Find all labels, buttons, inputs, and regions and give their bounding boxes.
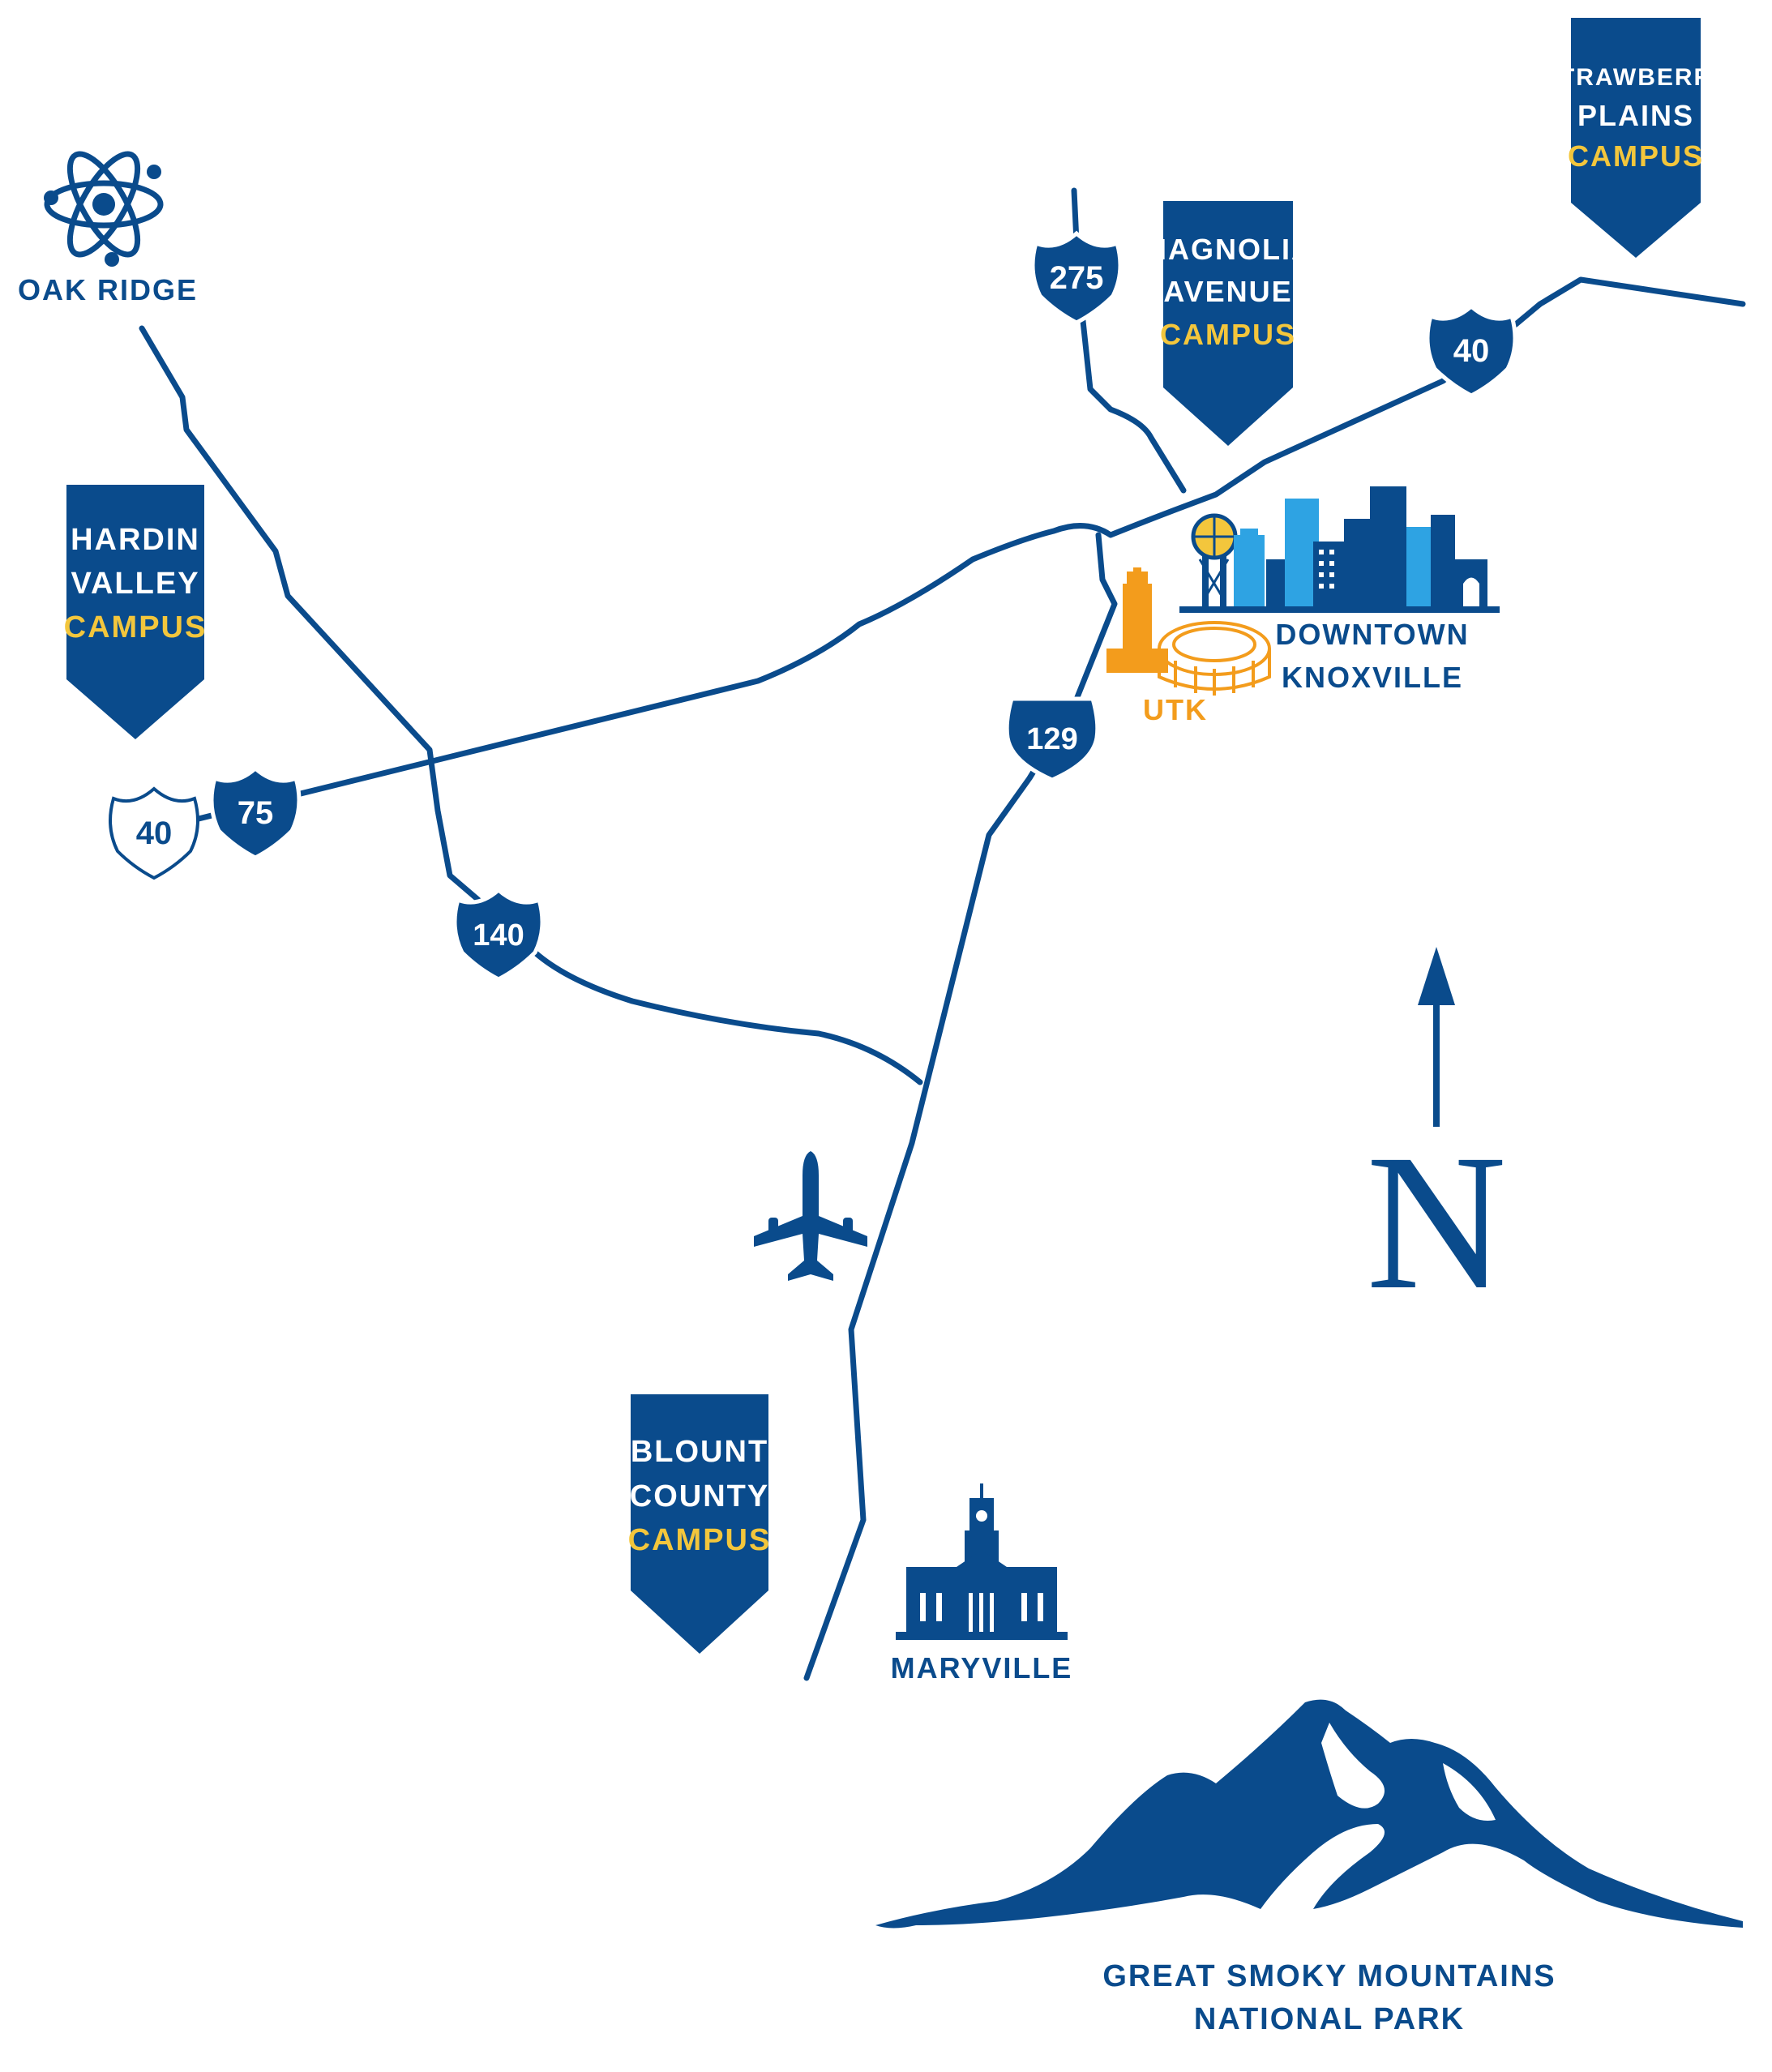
shield-i40-west: 40 [109,787,199,880]
shield-i75: 75 [212,768,299,858]
campus-hardin-line1: HARDIN [71,523,200,557]
label-downtown-line2: KNOXVILLE [1282,661,1463,694]
road-i140 [532,949,923,1085]
campus-blount-county[interactable]: BLOUNT COUNTY CAMPUS [628,1394,772,1654]
label-smokies-line2: NATIONAL PARK [1194,2002,1465,2036]
campus-blount-line1: BLOUNT [631,1435,768,1469]
shield-i275: 275 [1033,233,1120,323]
mountain-icon [875,1699,1743,1929]
campus-magnolia-line3: CAMPUS [1160,318,1296,351]
campus-hardin-line2: VALLEY [71,567,199,601]
campus-magnolia-avenue[interactable]: MAGNOLIA AVENUE CAMPUS [1142,201,1314,446]
campus-hardin-line3: CAMPUS [64,610,208,644]
shield-i75-label: 75 [238,795,274,831]
road-i275 [1071,187,1187,494]
shield-i40-west-label: 40 [136,816,173,851]
road-us129 [803,532,1118,1681]
campus-strawberry-line2: PLAINS [1577,99,1694,132]
label-maryville: MARYVILLE [891,1651,1073,1685]
stadium-icon [1158,621,1271,696]
road-oak-ridge [139,325,482,903]
north-arrow-icon [1418,947,1455,1127]
shield-i140-label: 140 [473,918,524,953]
campus-magnolia-line1: MAGNOLIA [1142,233,1314,266]
shield-us129: 129 [1007,699,1098,780]
campus-blount-line3: CAMPUS [628,1523,772,1557]
campus-strawberry-line1: STRAWBERRY [1542,64,1730,91]
label-downtown-line1: DOWNTOWN [1275,618,1469,651]
road-i40-i75 [195,276,1746,822]
campus-strawberry-plains[interactable]: STRAWBERRY PLAINS CAMPUS [1542,18,1730,258]
campus-hardin-valley[interactable]: HARDIN VALLEY CAMPUS [64,485,208,739]
label-utk: UTK [1143,693,1208,726]
courthouse-icon [896,1483,1068,1640]
skyline-icon [1179,486,1500,613]
shield-i40-east: 40 [1427,306,1515,396]
atom-icon [44,151,164,267]
label-oak-ridge: OAK RIDGE [18,273,198,306]
campus-blount-line2: COUNTY [630,1479,769,1513]
roads [139,187,1746,1681]
campus-strawberry-line3: CAMPUS [1568,139,1704,173]
campus-magnolia-line2: AVENUE [1163,275,1292,308]
airplane-icon [754,1151,867,1281]
label-smokies-line1: GREAT SMOKY MOUNTAINS [1102,1959,1556,1993]
shield-i275-label: 275 [1050,260,1104,296]
shield-i140: 140 [455,890,542,979]
shield-i40-east-label: 40 [1453,333,1490,369]
shield-us129-label: 129 [1026,722,1077,756]
compass-letter: N [1366,1114,1506,1329]
